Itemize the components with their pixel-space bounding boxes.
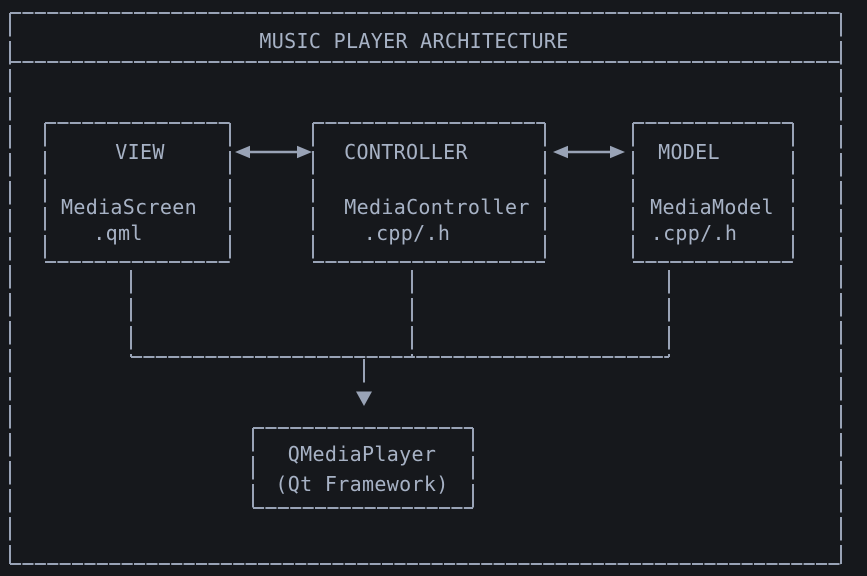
view-controller-bidirectional-arrow-icon (235, 145, 312, 159)
controller-node-title: CONTROLLER (344, 140, 468, 164)
down-arrow-icon (356, 359, 372, 406)
outer-frame (9, 12, 842, 565)
qmediaplayer-node-subtitle: (Qt Framework) (275, 472, 449, 496)
diagram-title: MUSIC PLAYER ARCHITECTURE (259, 29, 569, 53)
view-node-title: VIEW (115, 140, 165, 164)
controller-box-border (312, 122, 546, 263)
model-node-file: MediaModel (650, 195, 774, 219)
qmediaplayer-node-title: QMediaPlayer (287, 442, 437, 466)
view-node-file: MediaScreen (60, 195, 198, 219)
model-node-file-ext: .cpp/.h (650, 221, 738, 245)
merge-connector (130, 270, 670, 358)
model-node-title: MODEL (658, 140, 720, 164)
controller-node-file-ext: .cpp/.h (363, 221, 451, 245)
controller-node-file: MediaController (344, 195, 530, 219)
model-box-border (632, 122, 794, 263)
view-node-file-ext: .qml (93, 221, 143, 245)
controller-model-bidirectional-arrow-icon (553, 145, 625, 159)
qmediaplayer-box-border (252, 427, 474, 509)
view-box-border (44, 122, 231, 263)
